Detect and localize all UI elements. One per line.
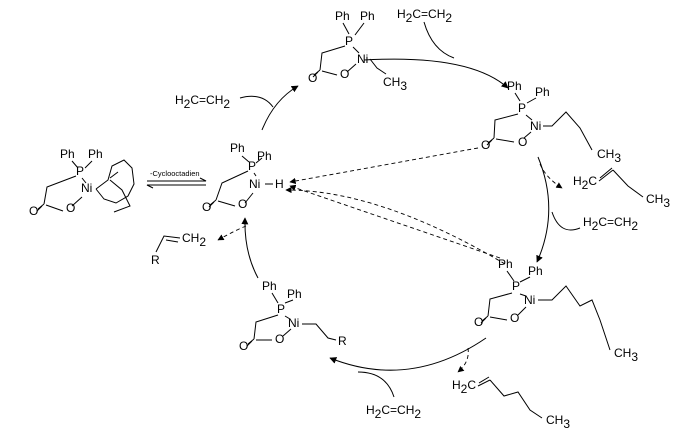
ethylene-right: H2C=CH2 — [583, 215, 638, 233]
butene-product: H2C CH3 — [573, 167, 670, 210]
bond — [81, 177, 87, 184]
nickel-label: Ni — [524, 293, 535, 307]
ph-label: Ph — [88, 147, 103, 161]
phosphorus-label: P — [345, 34, 353, 48]
ethylene-label: H2C=CH2 — [175, 93, 230, 111]
oxygen-label: O — [340, 67, 349, 81]
ethylene-top-left: H2C=CH2 — [175, 93, 230, 111]
phosphorus-label: P — [277, 302, 285, 316]
nickel-label: Ni — [357, 52, 368, 66]
bond — [45, 204, 64, 212]
bond — [109, 171, 119, 179]
phosphorus-label: P — [518, 101, 526, 115]
oxygen-label: O — [202, 200, 211, 214]
hexene-product: H2C CH3 — [452, 376, 570, 430]
ph-label: Ph — [528, 264, 543, 278]
cyclooctadiene-ring — [95, 159, 135, 204]
ethylene-uptake-4 — [357, 371, 395, 398]
oxygen-label: O — [308, 71, 317, 85]
methyl-label: CH3 — [597, 147, 621, 165]
nickel-hydride-complex: Ph Ph P Ni H O O — [202, 141, 284, 214]
ph-label: Ph — [507, 79, 522, 93]
oxygen-label: O — [29, 204, 38, 218]
ph-label: Ph — [230, 141, 245, 155]
nickel-hexyl-complex: Ph Ph P Ni O O CH3 — [474, 257, 638, 364]
bond — [84, 160, 93, 169]
nickel-butyl-complex: Ph Ph P Ni O O CH3 — [481, 79, 621, 165]
cod-loss-label: -Cyclooctadien — [150, 169, 200, 178]
alpha-olefin-r-product: R CH2 — [151, 231, 206, 267]
nickel-label: Ni — [288, 316, 299, 330]
oxygen-label: O — [66, 201, 75, 215]
ph-label: Ph — [60, 147, 75, 161]
phosphorus-label: P — [512, 279, 520, 293]
bond — [43, 175, 77, 205]
methyl-label: CH3 — [614, 346, 638, 364]
hydride-label: H — [275, 177, 284, 191]
ethylene-label: H2C=CH2 — [397, 7, 452, 25]
methyl-label: CH3 — [646, 192, 670, 210]
bond — [71, 196, 83, 207]
elimination-arrow — [241, 217, 259, 279]
olefin-ch2-label: CH2 — [182, 231, 206, 249]
bond — [36, 203, 45, 212]
oxygen-label: O — [239, 339, 248, 353]
insertion-arrow-3 — [536, 156, 550, 263]
nickel-ethyl-complex: Ph Ph P Ni O O CH3 — [308, 9, 407, 93]
cycle-arrows — [239, 21, 581, 398]
oxygen-label: O — [275, 332, 284, 346]
insertion-arrow-2 — [363, 58, 509, 89]
oxygen-label: O — [474, 315, 483, 329]
ph-label: Ph — [287, 287, 302, 301]
ethylene-label: H2C=CH2 — [583, 215, 638, 233]
dashed-arrows — [217, 147, 563, 373]
nickel-label: Ni — [249, 177, 260, 191]
ethylene-uptake-1 — [239, 95, 274, 108]
ethylene-uptake-3 — [551, 211, 581, 231]
r-group-label: R — [151, 253, 160, 267]
oxygen-label: O — [518, 135, 527, 149]
bond — [109, 179, 131, 213]
nickel-label: Ni — [81, 181, 92, 195]
nickel-label: Ni — [530, 119, 541, 133]
bond — [71, 160, 79, 169]
ph-label: Ph — [335, 9, 350, 23]
nickel-alkyl-r-complex: Ph Ph P Ni O O R — [239, 279, 347, 353]
phosphorus-label: P — [248, 159, 256, 173]
ethylene-uptake-2 — [423, 21, 455, 59]
ph-label: Ph — [360, 9, 375, 23]
hexene-h2c-label: H2C — [452, 378, 476, 396]
precatalyst-cod-complex: Ph Ph P Ni O O — [29, 147, 135, 218]
insertion-arrow-1 — [261, 85, 299, 131]
r-group-label: R — [338, 334, 347, 348]
ethylene-bottom: H2C=CH2 — [366, 403, 421, 421]
insertion-arrow-4 — [329, 337, 487, 371]
oxygen-label: O — [238, 197, 247, 211]
ethylene-label: H2C=CH2 — [366, 403, 421, 421]
methyl-label: CH3 — [383, 75, 407, 93]
oxygen-label: O — [481, 138, 490, 152]
butene-h2c-label: H2C — [573, 174, 597, 192]
ph-label: Ph — [262, 279, 277, 293]
methyl-label: CH3 — [546, 413, 570, 430]
ph-label: Ph — [498, 257, 513, 271]
oxygen-label: O — [510, 311, 519, 325]
ethylene-top: H2C=CH2 — [397, 7, 452, 25]
phosphorus-label: P — [76, 164, 84, 178]
ph-label: Ph — [535, 85, 550, 99]
cod-loss-equilibrium: -Cyclooctadien — [146, 169, 207, 189]
